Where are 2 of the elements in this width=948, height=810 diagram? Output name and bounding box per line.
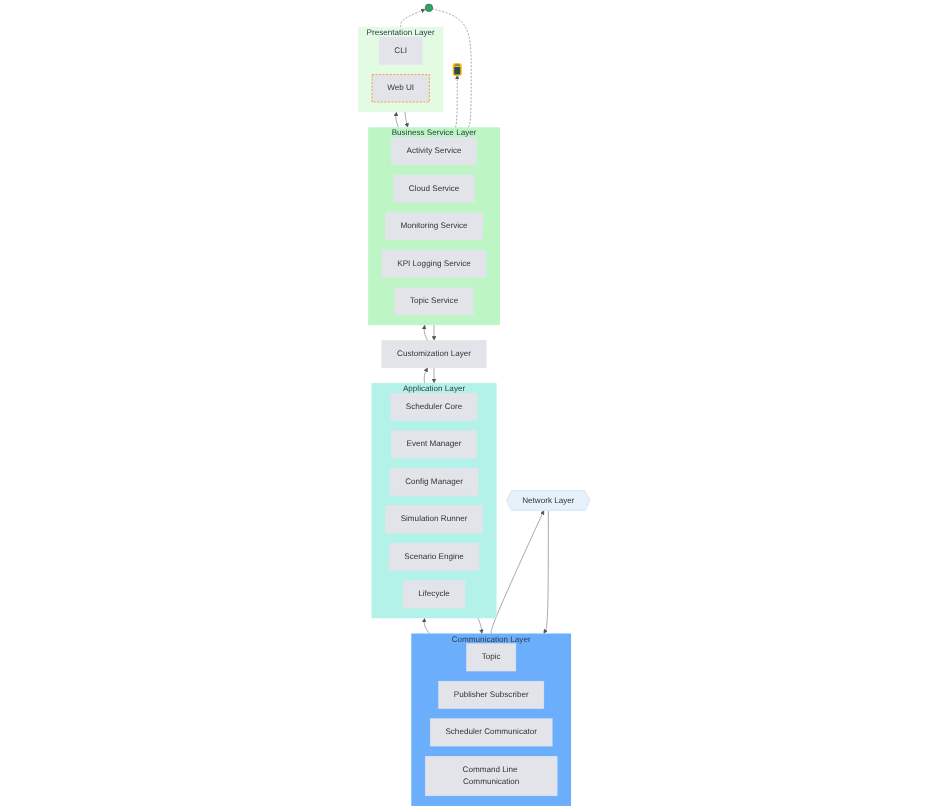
node-cylinder [452,62,462,77]
node-person [424,3,433,12]
